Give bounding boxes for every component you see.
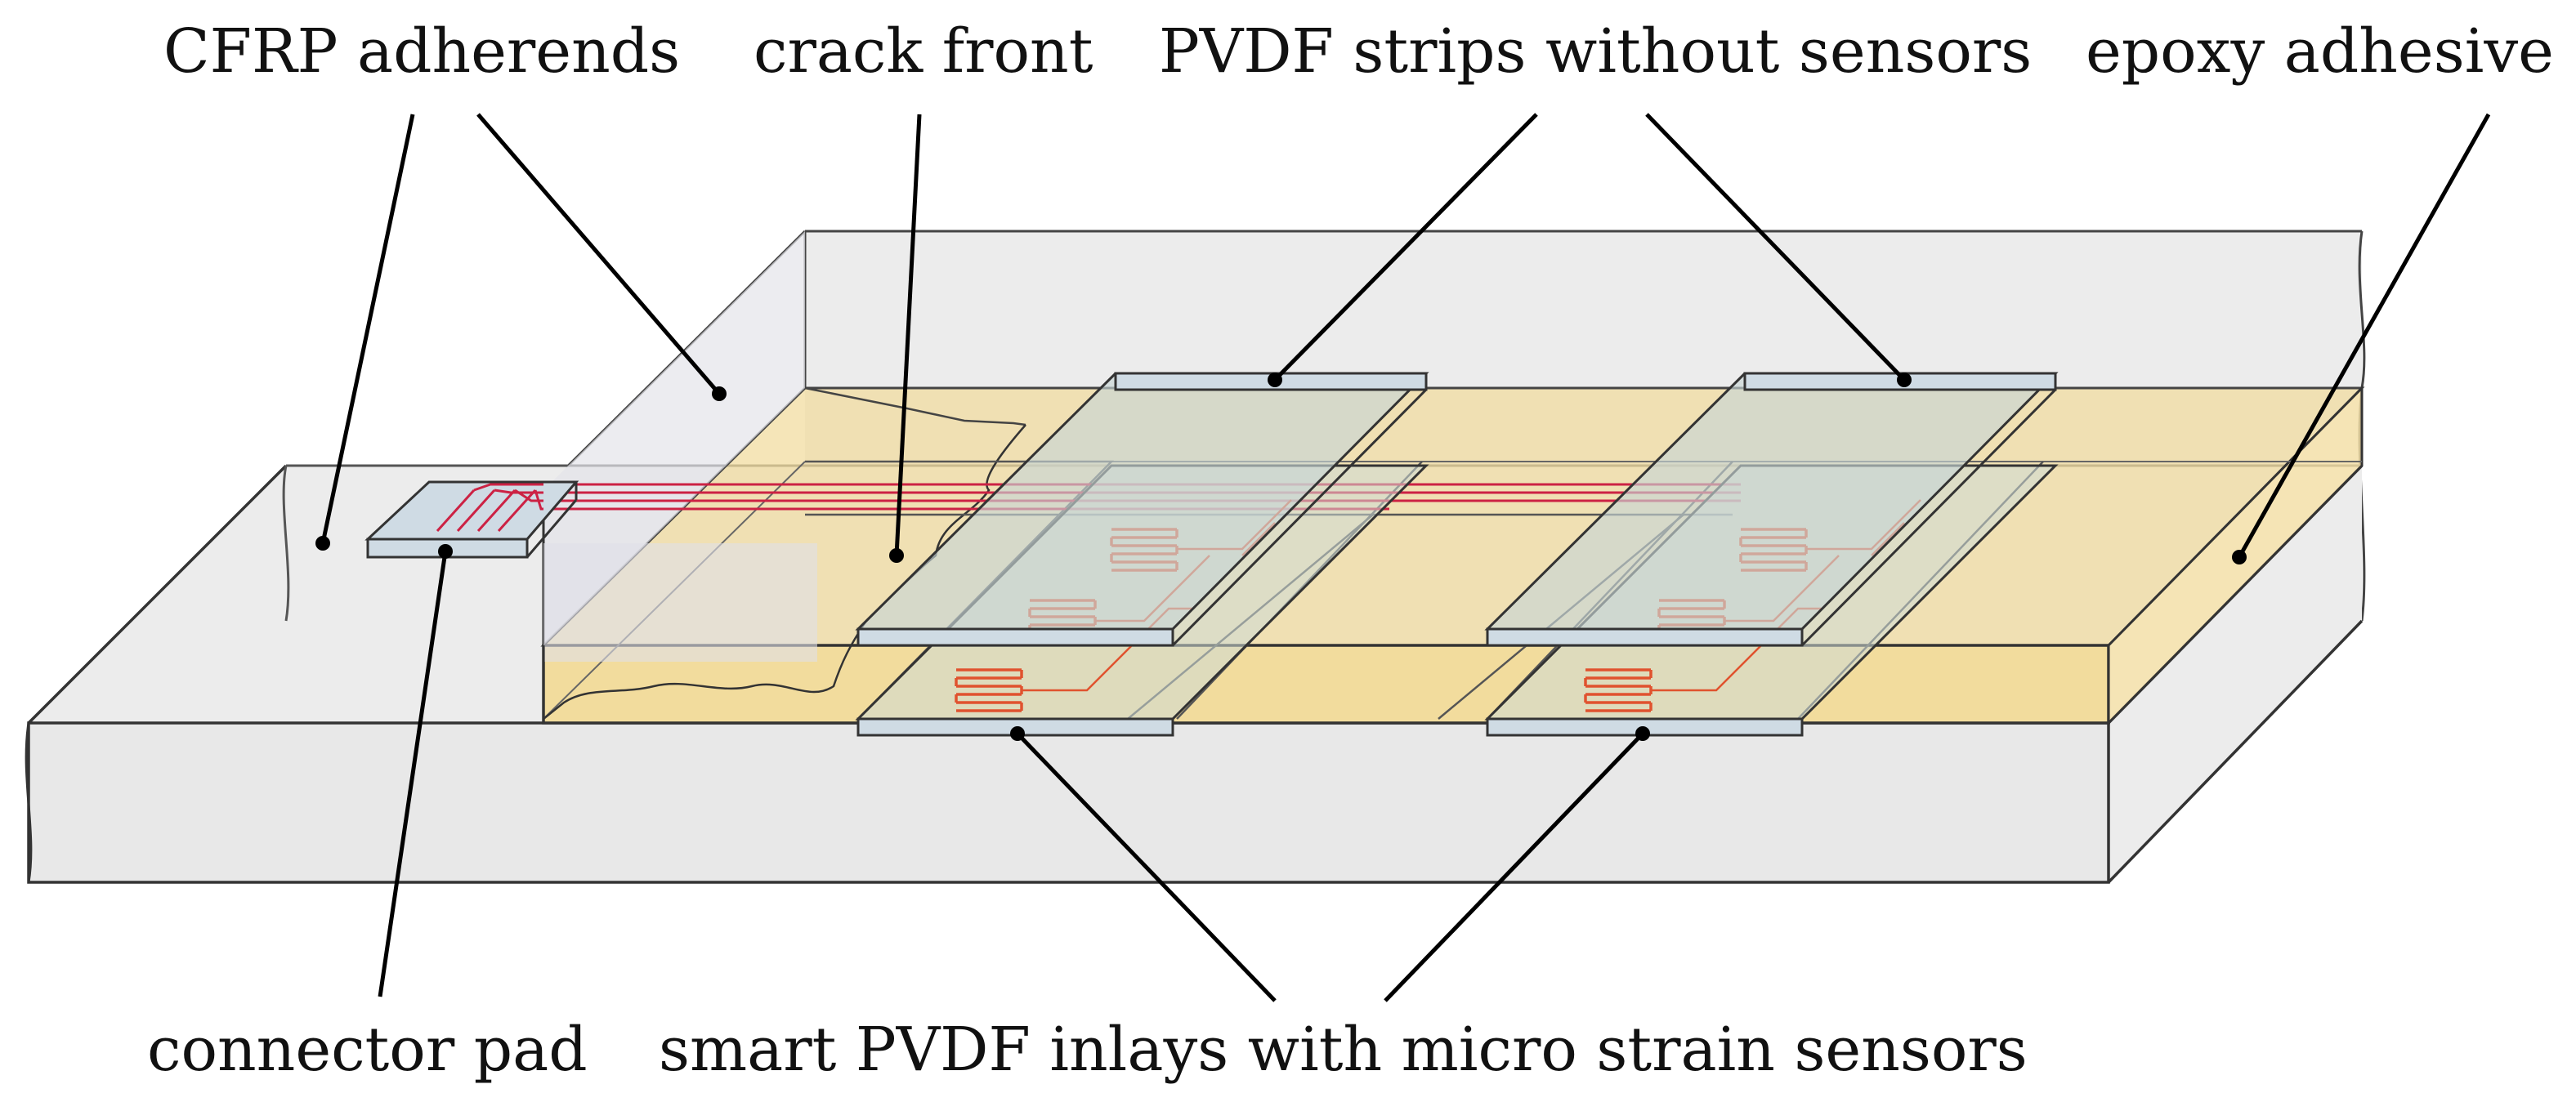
label-smart-pvdf-inlays: smart PVDF inlays with micro strain sens… [659, 1015, 2028, 1085]
crack-front-line [543, 424, 1026, 720]
label-cfrp-adherends: CFRP adherends [163, 16, 681, 87]
callouts [315, 113, 2491, 1002]
label-connector-pad: connector pad [147, 1015, 588, 1085]
label-pvdf-strips: PVDF strips without sensors [1159, 16, 2033, 87]
label-crack-front: crack front [754, 16, 1093, 87]
crack-region [542, 231, 1026, 723]
label-epoxy-adhesive: epoxy adhesive [2086, 16, 2554, 87]
